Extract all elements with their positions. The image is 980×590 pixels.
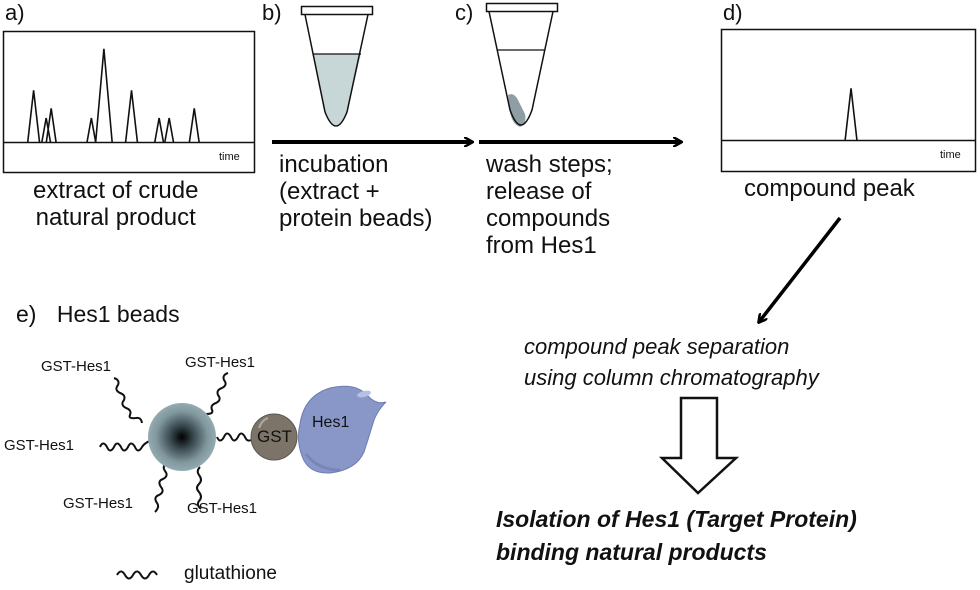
panel-e-heading: e) Hes1 beads xyxy=(16,301,180,328)
caption-a-line-1: extract of crude xyxy=(33,177,199,204)
gst-highlight xyxy=(258,417,269,429)
caption-b-line-3: protein beads) xyxy=(279,205,433,232)
chromatogram-d xyxy=(720,28,977,173)
panel-e-title: Hes1 beads xyxy=(56,301,180,327)
tube-c-pellet xyxy=(508,94,526,127)
bead-label-left: GST-Hes1 xyxy=(4,437,75,454)
panel-label-a: a) xyxy=(5,0,25,25)
result-line-1: Isolation of Hes1 (Target Protein) xyxy=(496,506,857,532)
chromatogram-a-peak-6 xyxy=(124,90,139,143)
tube-b-liquid xyxy=(313,54,361,126)
bead-label-upper-right: GST-Hes1 xyxy=(185,354,256,371)
bead-label-upper-left: GST-Hes1 xyxy=(41,358,112,375)
hes1-highlight xyxy=(357,390,371,398)
linker-lower-left xyxy=(154,462,168,513)
linker-left xyxy=(99,438,156,452)
hollow-down-arrow-icon xyxy=(658,396,740,495)
panel-label-e: e) xyxy=(16,301,37,327)
caption-b-line-1: incubation xyxy=(279,151,389,178)
tube-b-cap xyxy=(300,5,374,16)
separation-text: compound peak separation using column ch… xyxy=(524,331,819,393)
linker-lower-right xyxy=(196,466,202,510)
legend-glutathione-label: glutathione xyxy=(184,563,277,584)
tube-c-cap xyxy=(485,2,559,13)
tube-c-icon xyxy=(485,2,559,127)
chromatogram-a-peak-4 xyxy=(86,117,97,143)
caption-a-line-2: natural product xyxy=(35,204,196,231)
linker-upper-left xyxy=(113,377,143,424)
tube-b-body xyxy=(304,14,369,127)
caption-c-line-4: from Hes1 xyxy=(486,232,597,259)
bead-icon xyxy=(148,403,216,471)
chromatogram-a-frame xyxy=(2,30,256,174)
chromatogram-a-peak-5 xyxy=(94,48,113,143)
chromatogram-a-peak-9 xyxy=(188,108,200,143)
gst-icon xyxy=(250,413,298,461)
linker-upper-right xyxy=(200,372,229,420)
caption-a: extract of crude natural product xyxy=(33,177,198,231)
separation-line-2: using column chromatography xyxy=(524,365,819,390)
chromatogram-a-peak-7 xyxy=(153,117,165,143)
chromatogram-a-peak-2 xyxy=(41,117,52,143)
caption-b: incubation (extract + protein beads) xyxy=(279,151,432,232)
panel-label-c: c) xyxy=(455,0,474,25)
chromatogram-a-peak-8 xyxy=(163,117,175,143)
arrow-to-separation xyxy=(759,216,842,322)
caption-d-line-1: compound peak xyxy=(744,175,915,202)
result-line-2: binding natural products xyxy=(496,539,767,565)
chromatogram-d-frame xyxy=(720,28,977,173)
tube-b-icon xyxy=(300,5,374,127)
glutathione-legend-icon xyxy=(116,570,158,580)
hes1-label: Hes1 xyxy=(312,414,350,431)
glutathione-linkers xyxy=(99,372,252,513)
caption-c-line-3: compounds xyxy=(486,205,611,232)
hes1-shadow xyxy=(304,453,341,472)
hes1-protein-icon xyxy=(297,385,387,474)
gst-label: GST xyxy=(257,427,292,446)
bead-label-lower-left: GST-Hes1 xyxy=(63,495,134,512)
result-text: Isolation of Hes1 (Target Protein) bindi… xyxy=(496,503,857,569)
chromatogram-a xyxy=(2,30,256,174)
axis-label-a: time xyxy=(219,151,240,163)
bead-label-lower-right: GST-Hes1 xyxy=(187,500,258,517)
panel-label-d: d) xyxy=(723,0,743,25)
caption-c-line-2: release of xyxy=(486,178,592,205)
caption-c: wash steps; release of compounds from He… xyxy=(486,151,613,259)
axis-label-d: time xyxy=(940,149,961,161)
chromatogram-a-peak-1 xyxy=(26,90,41,143)
caption-b-line-2: (extract + xyxy=(279,178,380,205)
tube-c-body xyxy=(488,11,554,126)
separation-line-1: compound peak separation xyxy=(524,334,790,359)
panel-label-b: b) xyxy=(262,0,282,25)
chromatogram-a-peak-3 xyxy=(45,108,57,143)
chromatogram-d-peak-1 xyxy=(844,88,858,141)
caption-d: compound peak xyxy=(744,175,915,202)
linker-to-gst xyxy=(216,432,252,442)
caption-c-line-1: wash steps; xyxy=(486,151,613,178)
